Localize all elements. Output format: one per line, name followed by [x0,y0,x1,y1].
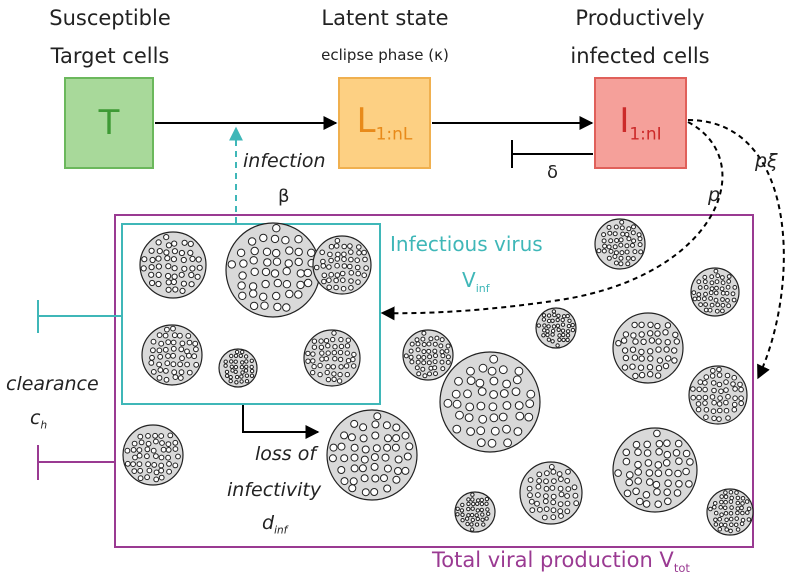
virion-icon [141,324,203,386]
infectious-virus-symbol-group: Vinf [462,268,490,295]
total-production-subscript: tot [673,561,690,576]
clearance-label: clearance [6,373,99,395]
p-arrow [380,121,724,321]
virion-icon [612,312,684,384]
virion-icon [312,235,372,295]
virion-icon [225,222,321,318]
susceptible-label-2: Target cells [50,44,170,68]
virion-icon [218,348,258,388]
productive-label-1: Productively [575,6,705,30]
clearance-symbol: c [30,407,41,429]
virion-icon [454,491,496,533]
productive-subscript: 1:nI [629,124,662,145]
virion-icon [612,427,698,513]
infectious-virus-box [121,223,381,405]
susceptible-label-1: Susceptible [49,6,171,30]
infectious-virus-symbol: V [462,268,476,292]
loss-label-2: infectivity [227,479,322,501]
clearance-subscript: h [40,419,48,432]
loss-label-1: loss of [255,443,317,465]
loss-symbol-group: dinf [262,512,287,537]
virion-icon [139,231,207,299]
latent-symbol-group: L1:nL [357,101,413,145]
p-label: p [708,184,721,206]
virion-icon [402,329,454,381]
latent-cell-box: L1:nL [338,77,431,169]
susceptible-cell-box: T [64,77,154,169]
virion-icon [688,365,748,425]
virion-icon [122,424,184,486]
clearance-symbol-group: ch [30,407,47,432]
infectious-virus-title: Infectious virus [390,232,543,256]
virion-icon [519,461,583,525]
total-production-label: Total viral production Vtot [432,548,690,575]
infection-rate-label: β [278,186,290,207]
susceptible-symbol: T [98,103,120,143]
latent-subscript: 1:nL [375,124,413,145]
virion-group [122,218,754,536]
virion-icon [690,267,740,317]
pxi-arrow [687,119,785,380]
total-virus-box [114,214,754,548]
death-rate-label: δ [547,162,559,183]
loss-arrow [242,405,320,439]
virion-icon [439,351,541,453]
latent-symbol: L [356,101,376,142]
productive-symbol: I [619,101,630,142]
productive-cell-box: I1:nI [594,77,687,169]
productive-label-2: infected cells [570,44,710,68]
total-production-title: Total viral production V [432,548,674,572]
pxi-label: pξ [755,150,778,172]
loss-subscript: inf [274,524,288,537]
virion-icon [706,488,754,536]
productive-symbol-group: I1:nI [619,101,661,145]
virion-icon [326,409,418,501]
loss-symbol: d [262,512,275,534]
virion-icon [535,307,577,349]
infection-label: infection [243,150,326,172]
virion-icon [303,329,361,387]
latent-label-1: Latent state [321,6,449,30]
latent-label-2: eclipse phase (κ) [321,46,449,64]
infectious-virus-subscript: inf [475,281,490,295]
virion-icon [594,218,646,270]
